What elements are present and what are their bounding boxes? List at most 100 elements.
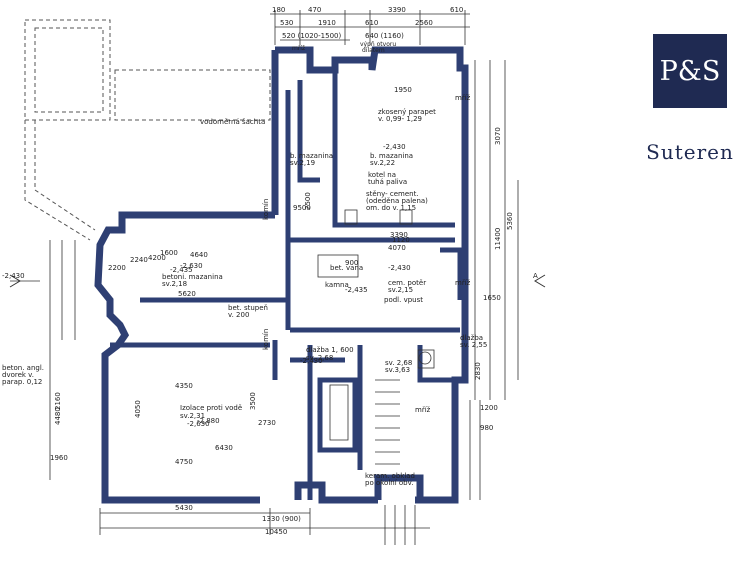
- top-note-label: dilatem: [362, 47, 385, 54]
- dimension-label: 1600: [160, 249, 178, 257]
- dimension-label: 4480: [54, 407, 62, 425]
- room-label: sv. 2,68: [385, 359, 412, 367]
- page-title: Suteren: [646, 140, 734, 164]
- dimension-label: 10450: [265, 528, 287, 536]
- dimension-label: 1330 (900): [262, 515, 301, 523]
- room-label: om. do v. 1,15: [366, 204, 416, 212]
- dimension-label: -2,430: [388, 264, 411, 272]
- room-label: v. 0,99- 1,29: [378, 115, 422, 123]
- room-label: b. mazanina: [290, 152, 333, 160]
- room-label: bet. stupeň: [228, 304, 268, 312]
- brand-logo: P&S: [653, 34, 727, 108]
- dimension-label: -2,430: [2, 272, 25, 280]
- top-dimension-label: 520 (1020-1500): [282, 32, 341, 40]
- dimension-label: 4200: [148, 254, 166, 262]
- staircase: [375, 379, 416, 545]
- dimension-label: 1650: [483, 294, 501, 302]
- dimension-label: -2,435: [345, 286, 368, 294]
- dimension-label: 4070: [388, 244, 406, 252]
- room-label: parap. 0,12: [2, 378, 42, 386]
- bottom-dimension-lines: [99, 508, 430, 535]
- dimension-label: 4640: [190, 251, 208, 259]
- dimension-label: 3500: [249, 392, 257, 410]
- top-dimension-label: 470: [308, 6, 321, 14]
- room-label: sv. 2,55: [460, 341, 487, 349]
- top-dimension-label: 3390: [388, 6, 406, 14]
- fixtures: [317, 209, 435, 441]
- room-label: b. mazanina: [370, 152, 413, 160]
- dimension-label: 6430: [215, 444, 233, 452]
- right-dimension-lines: [469, 60, 519, 500]
- room-label: (odeděna palena): [366, 197, 428, 205]
- room-label: sv.2,19: [290, 159, 315, 167]
- dimension-label: 4750: [175, 458, 193, 466]
- room-label: po okolní obv.: [365, 479, 413, 487]
- room-label: Izolace proti vodě: [180, 404, 242, 412]
- room-label: sv.2,15: [388, 286, 413, 294]
- top-dimension-label: 610: [365, 19, 378, 27]
- light-well-outlines: [24, 19, 271, 241]
- dimension-label: 1960: [50, 454, 68, 462]
- room-label: sv. 2,68: [306, 354, 333, 362]
- top-note-label: výpň otvoru: [360, 41, 396, 48]
- top-dimension-label: 640 (1160): [365, 32, 404, 40]
- dimension-label: 2730: [258, 419, 276, 427]
- dimension-label: 2830: [474, 362, 482, 380]
- section-markers: [9, 274, 546, 288]
- top-dimension-lines: [270, 10, 470, 45]
- dimension-label: -2,630: [180, 262, 203, 270]
- top-dimension-label: 180: [272, 6, 285, 14]
- room-label: bet. vana: [330, 264, 363, 272]
- dimension-label: 3070: [494, 127, 502, 145]
- dimension-label: 900: [345, 259, 358, 267]
- room-label: dlažba 1, 600: [306, 346, 354, 354]
- interior-walls: [110, 70, 463, 500]
- top-dimension-label: 610: [450, 6, 463, 14]
- dimension-label: 5430: [175, 504, 193, 512]
- room-label: mříž: [455, 94, 471, 102]
- room-label: tuhá paliva: [368, 178, 407, 186]
- dimension-label: 11400: [494, 228, 502, 250]
- room-label: sv.2,22: [370, 159, 395, 167]
- dimension-label: 1200: [480, 404, 498, 412]
- dimension-label: 4350: [175, 382, 193, 390]
- room-label: beton. angl.: [2, 364, 44, 372]
- room-label: mříž: [455, 279, 471, 287]
- room-label: sv.2,18: [162, 280, 187, 288]
- room-label: sv.2,31: [180, 412, 205, 420]
- room-label: mříž: [415, 406, 431, 414]
- dimension-label: 2200: [108, 264, 126, 272]
- room-label: cem. potěr: [388, 279, 426, 287]
- room-label: podl. vpust: [384, 296, 423, 304]
- dimension-label: A: [533, 272, 538, 280]
- dimension-label: 2240: [130, 256, 148, 264]
- brand-logo-text: P&S: [659, 55, 721, 87]
- room-label: sv.3,63: [385, 366, 410, 374]
- room-label: zkosený parapet: [378, 108, 436, 116]
- room-label: dvorek v.: [2, 371, 34, 379]
- room-label: -2,430: [383, 143, 406, 151]
- top-dimension-label: 1910: [318, 19, 336, 27]
- dimension-label: 980: [480, 424, 493, 432]
- room-label: v. 200: [228, 311, 249, 319]
- dimension-label: -2,880: [197, 417, 220, 425]
- dimension-label: 2500: [304, 192, 312, 210]
- room-label: kotel na: [368, 171, 396, 179]
- dimension-label: 1950: [394, 86, 412, 94]
- dimension-label: 9500: [293, 204, 311, 212]
- room-label: vodoměrná šachta: [200, 118, 265, 126]
- room-label: -2,435: [170, 266, 193, 274]
- dimension-label: 2160: [54, 392, 62, 410]
- top-note-label: mříž: [292, 45, 305, 52]
- dimension-label: 3390: [390, 231, 408, 239]
- top-dimension-label: 530: [280, 19, 293, 27]
- dimension-label: 1120: [392, 236, 410, 244]
- room-label: stěny- cement.: [366, 190, 419, 198]
- room-label: -2,630: [187, 420, 210, 428]
- room-label: kamna: [325, 281, 349, 289]
- dimension-label: -2,430: [300, 357, 323, 365]
- dimension-label: 5620: [178, 290, 196, 298]
- left-dimension-lines: [10, 240, 76, 480]
